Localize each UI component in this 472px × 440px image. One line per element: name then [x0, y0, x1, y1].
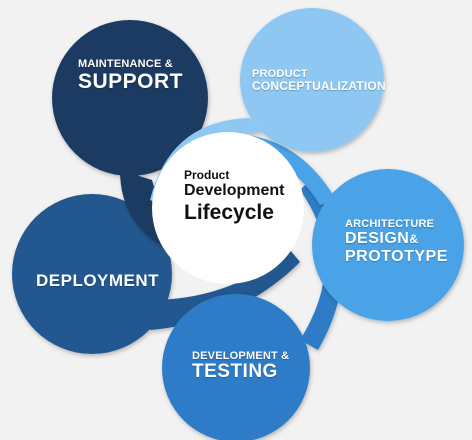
center-title-line1: Product [184, 168, 230, 182]
stage-architecture-big: DESIGN [345, 230, 410, 248]
stage-architecture: ARCHITECTURE DESIGN& PROTOTYPE [345, 218, 448, 265]
stage-testing-small: DEVELOPMENT & [192, 350, 290, 362]
stage-architecture-big2: PROTOTYPE [345, 247, 448, 265]
center-title: Product Development Lifecycle [160, 168, 300, 226]
stage-conceptualization-small: PRODUCT [252, 68, 308, 80]
stage-architecture-amp: & [409, 232, 419, 247]
stage-architecture-small: ARCHITECTURE [345, 218, 435, 230]
stage-deployment-big: DEPLOYMENT [36, 271, 160, 290]
stage-conceptualization-big: CONCEPTUALIZATION [252, 79, 386, 94]
stage-maintenance-small: MAINTENANCE & [78, 58, 173, 70]
stage-testing: DEVELOPMENT & TESTING [192, 350, 289, 383]
stage-maintenance: MAINTENANCE & SUPPORT [78, 58, 183, 93]
center-disk [152, 132, 304, 284]
stage-deployment: DEPLOYMENT [36, 271, 160, 291]
center-title-line2: Development [184, 182, 285, 200]
stage-maintenance-big: SUPPORT [78, 70, 184, 94]
stage-conceptualization: PRODUCT CONCEPTUALIZATION [252, 68, 386, 93]
center-title-line3: Lifecycle [184, 201, 274, 225]
stage-testing-big: TESTING [192, 361, 278, 383]
